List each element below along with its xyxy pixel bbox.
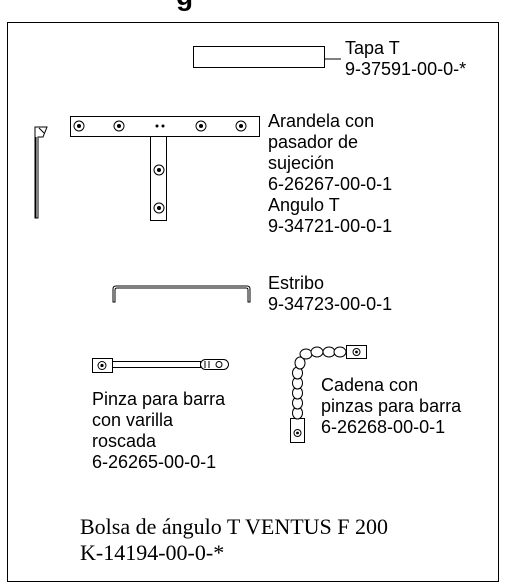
arandela-name: Arandela con pasador de sujeción (268, 111, 375, 173)
estribo-drawing (112, 285, 251, 303)
header-partial-text: g (176, 0, 193, 10)
cadena-name: Cadena con pinzas para barra (321, 375, 462, 416)
cadena-code: 6-26268-00-0-1 (321, 417, 446, 437)
kit-code: K-14194-00-0-* (80, 540, 225, 565)
cadena-drawing (290, 345, 367, 443)
angulo-t-code: 9-34721-00-0-1 (268, 216, 393, 236)
estribo-name: Estribo (268, 273, 325, 293)
angulo-t-name: Angulo T (268, 195, 340, 215)
estribo-code: 9-34723-00-0-1 (268, 294, 393, 314)
tapa-t-leader-line (325, 58, 341, 60)
parts-list-frame (7, 22, 499, 582)
fastening-pin-drawing (34, 126, 48, 219)
tapa-t-drawing (193, 46, 325, 68)
kit-title: Bolsa de ángulo T VENTUS F 200 (80, 514, 389, 539)
angulo-t-drawing (70, 116, 260, 221)
pinza-varilla-name: Pinza para barra con varilla roscada (92, 389, 226, 451)
pinza-varilla-drawing (92, 358, 229, 373)
tapa-t-code: 9-37591-00-0-* (345, 59, 467, 79)
tapa-t-name: Tapa T (345, 38, 400, 58)
pinza-varilla-code: 6-26265-00-0-1 (92, 452, 217, 472)
arandela-code: 6-26267-00-0-1 (268, 174, 393, 194)
